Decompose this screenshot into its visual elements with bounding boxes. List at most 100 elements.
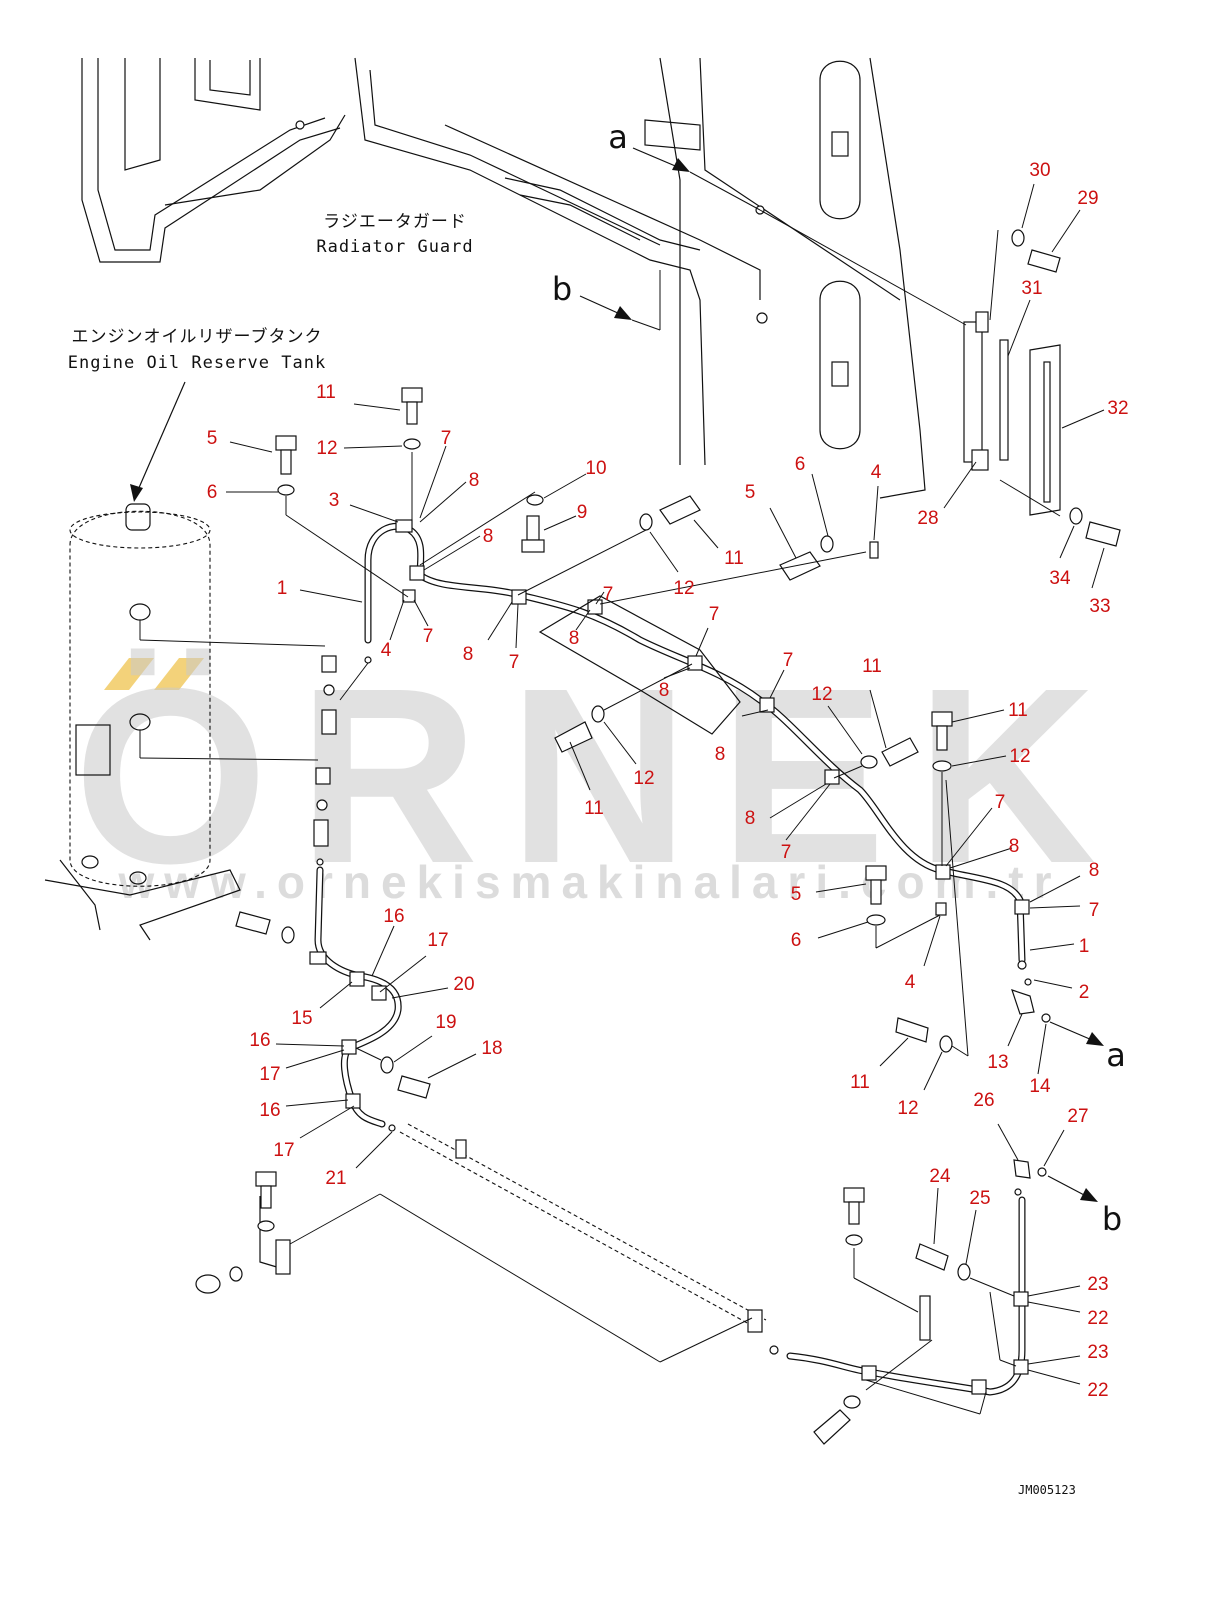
radiator-guard-label-jp: ラジエータガード (323, 212, 467, 232)
callout-1: 1 (1079, 936, 1090, 957)
callout-32: 32 (1107, 398, 1128, 419)
callout-7: 7 (509, 652, 520, 673)
callout-18: 18 (481, 1038, 502, 1059)
callout-7: 7 (783, 650, 794, 671)
callout-29: 29 (1077, 188, 1098, 209)
callout-8: 8 (1089, 860, 1100, 881)
callout-11: 11 (862, 656, 882, 677)
callout-23: 23 (1087, 1274, 1108, 1295)
callout-16: 16 (259, 1100, 280, 1121)
arrow-label-a-top: a (608, 118, 628, 156)
arrow-a-top (632, 147, 761, 211)
callout-17: 17 (273, 1140, 294, 1161)
arrow-a-right (1049, 1021, 1104, 1046)
callout-11: 11 (316, 382, 336, 403)
watermark-accent-left (104, 658, 154, 690)
radiator-guard-label-en: Radiator Guard (316, 237, 473, 257)
drawing-code: JM005123 (1018, 1483, 1076, 1497)
callout-6: 6 (795, 454, 806, 475)
callout-7: 7 (1089, 900, 1100, 921)
callout-12: 12 (633, 768, 654, 789)
callout-14: 14 (1029, 1076, 1051, 1097)
callout-28: 28 (917, 508, 938, 529)
callout-27: 27 (1067, 1106, 1088, 1127)
engine-oil-tank-label-en: Engine Oil Reserve Tank (68, 353, 326, 373)
callout-7: 7 (995, 792, 1006, 813)
callout-16: 16 (249, 1030, 270, 1051)
callout-13: 13 (987, 1052, 1008, 1073)
callout-7: 7 (423, 626, 434, 647)
callout-3: 3 (329, 490, 340, 511)
callout-6: 6 (207, 482, 218, 503)
callout-leaders (226, 183, 1105, 1385)
callout-26: 26 (973, 1090, 994, 1111)
callout-12: 12 (811, 684, 832, 705)
callout-8: 8 (569, 628, 580, 649)
callout-30: 30 (1029, 160, 1050, 181)
callout-7: 7 (781, 842, 792, 863)
callout-23: 23 (1087, 1342, 1108, 1363)
callout-33: 33 (1089, 596, 1110, 617)
callout-11: 11 (850, 1072, 870, 1093)
callout-11: 11 (584, 798, 604, 819)
callout-5: 5 (745, 482, 756, 503)
callout-12: 12 (316, 438, 337, 459)
callout-8: 8 (659, 680, 670, 701)
callout-22: 22 (1087, 1308, 1108, 1329)
callout-24: 24 (929, 1166, 951, 1187)
upper-hose-clamps (395, 519, 1030, 916)
callout-10: 10 (585, 458, 606, 479)
arrow-b-top (579, 270, 661, 331)
callout-12: 12 (897, 1098, 918, 1119)
callout-19: 19 (435, 1012, 456, 1033)
callout-31: 31 (1021, 278, 1042, 299)
callout-7: 7 (441, 428, 452, 449)
tank-fittings (313, 655, 372, 866)
callout-4: 4 (381, 640, 392, 661)
upper-bolts-washers (275, 387, 969, 1057)
callout-2: 2 (1079, 982, 1090, 1003)
bottom-pipe (195, 1123, 779, 1363)
callout-11: 11 (724, 548, 744, 569)
callout-8: 8 (715, 744, 726, 765)
callout-8: 8 (745, 808, 756, 829)
callout-5: 5 (207, 428, 218, 449)
watermark-brand: ÖRNEK (74, 636, 1127, 915)
callout-6: 6 (791, 930, 802, 951)
callout-4: 4 (871, 462, 882, 483)
radiator-guard-structure (81, 57, 926, 499)
callout-12: 12 (673, 578, 694, 599)
lower-left-bolts (235, 911, 431, 1099)
callout-12: 12 (1009, 746, 1030, 767)
watermark-accent-right (154, 658, 204, 690)
callout-25: 25 (969, 1188, 990, 1209)
arrow-label-b-top: b (552, 270, 572, 308)
callout-21: 21 (325, 1168, 346, 1189)
callout-8: 8 (483, 526, 494, 547)
callout-8: 8 (1009, 836, 1020, 857)
callout-8: 8 (463, 644, 474, 665)
callout-17: 17 (259, 1064, 280, 1085)
upper-hose (364, 522, 1026, 964)
lower-left-hose (309, 866, 402, 1132)
callout-7: 7 (603, 584, 614, 605)
callout-15: 15 (291, 1008, 312, 1029)
watermark: ÖRNEK www.ornekismakinalari.com.tr (74, 636, 1127, 915)
callout-9: 9 (577, 502, 588, 523)
callout-numbers: 30 29 31 32 28 34 33 11 5 12 7 6 8 3 10 … (207, 160, 1129, 1401)
callout-5: 5 (791, 884, 802, 905)
tank-pointer-arrow (130, 381, 186, 502)
callout-8: 8 (469, 470, 480, 491)
callout-16: 16 (383, 906, 404, 927)
callout-1: 1 (277, 578, 288, 599)
arrow-b-right (1047, 1175, 1098, 1202)
callout-11: 11 (1008, 700, 1028, 721)
arrow-label-b-right: b (1102, 1200, 1122, 1238)
callout-4: 4 (905, 972, 916, 993)
right-brackets (759, 209, 1121, 547)
callout-7: 7 (709, 604, 720, 625)
engine-oil-reserve-tank (44, 503, 326, 941)
callout-17: 17 (427, 930, 448, 951)
callout-22: 22 (1087, 1380, 1108, 1401)
